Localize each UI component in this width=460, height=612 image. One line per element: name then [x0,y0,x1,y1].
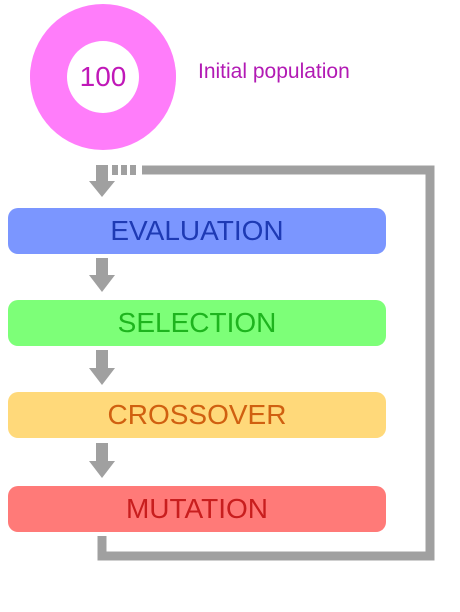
population-count: 100 [79,61,127,92]
step-mutation: MUTATION [8,486,386,532]
arrow-to-crossover [89,350,115,385]
loop-back-arrow [97,165,435,561]
arrow-to-selection [89,258,115,292]
initial-population-label: Initial population [198,60,350,83]
initial-population-ring-hole [67,41,139,113]
step-crossover: CROSSOVER [8,392,386,438]
step-selection: SELECTION [8,300,386,346]
arrow-to-mutation [89,443,115,478]
down-arrows [89,165,115,478]
loop-dashes [112,165,136,175]
step-evaluation: EVALUATION [8,208,386,254]
arrow-to-evaluation [89,165,115,197]
